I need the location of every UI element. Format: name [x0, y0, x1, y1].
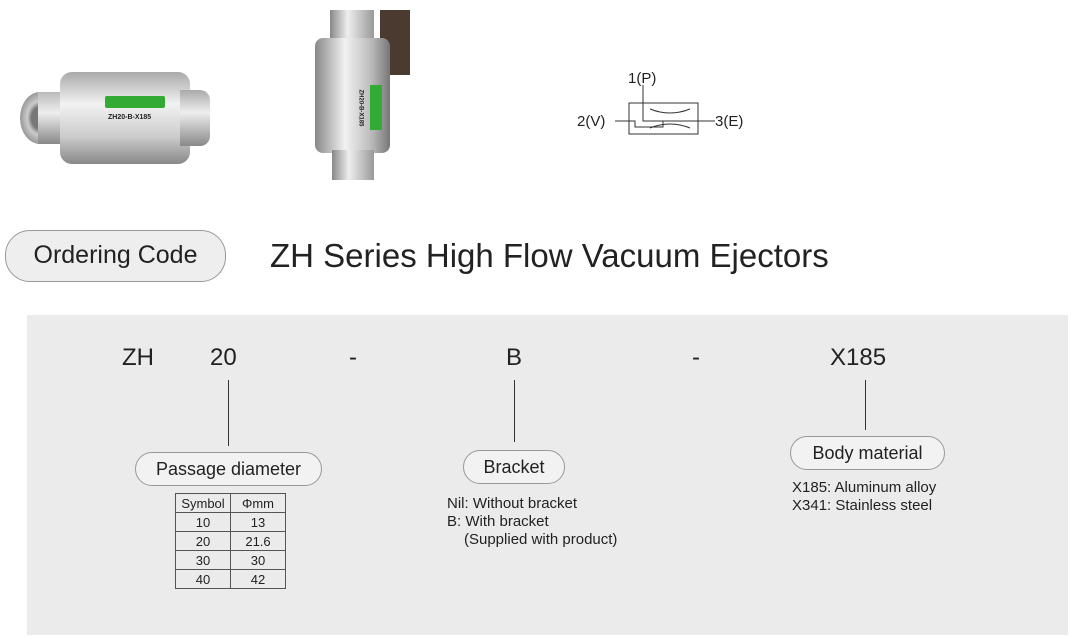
port-1-label: 1(P): [628, 70, 657, 87]
connector-line: [514, 380, 515, 442]
code-material: X185: [830, 344, 887, 371]
bracket-option: Nil: Without bracket: [447, 495, 578, 512]
code-bracket: B: [506, 344, 523, 371]
material-option: X341: Stainless steel: [792, 497, 933, 514]
cell: 20: [175, 531, 231, 551]
bracket-option: (Supplied with product): [464, 531, 618, 548]
header-diameter: Φmm: [230, 493, 286, 513]
code-size: 20: [210, 344, 237, 371]
code-series: ZH: [122, 344, 154, 371]
connector-line: [865, 380, 866, 430]
port-3-label: 3(E): [715, 113, 744, 130]
ordering-code-badge: Ordering Code: [5, 230, 226, 282]
header-symbol: Symbol: [175, 493, 231, 513]
product-label: ZH20-B-X185: [357, 89, 364, 127]
code-dash: -: [692, 344, 700, 371]
port-2-label: 2(V): [577, 113, 606, 130]
cell: 21.6: [230, 531, 286, 551]
cell: 10: [175, 512, 231, 532]
ejector-symbol-diagram: [615, 85, 715, 135]
cell: 30: [175, 550, 231, 570]
bracket-label: Bracket: [463, 450, 565, 484]
connector-line: [228, 380, 229, 446]
material-option: X185: Aluminum alloy: [792, 479, 937, 496]
cell: 42: [230, 569, 286, 589]
bracket-option: B: With bracket: [447, 513, 549, 530]
passage-diameter-label: Passage diameter: [135, 452, 322, 486]
code-dash: -: [349, 344, 357, 371]
cell: 30: [230, 550, 286, 570]
cell: 13: [230, 512, 286, 532]
product-image-horizontal: ZH20-B-X185: [20, 70, 215, 165]
cell: 40: [175, 569, 231, 589]
product-label: ZH20-B-X185: [108, 114, 152, 121]
page-title: ZH Series High Flow Vacuum Ejectors: [270, 237, 829, 274]
product-image-vertical: ZH20-B-X185: [310, 10, 415, 180]
body-material-label: Body material: [790, 436, 945, 470]
